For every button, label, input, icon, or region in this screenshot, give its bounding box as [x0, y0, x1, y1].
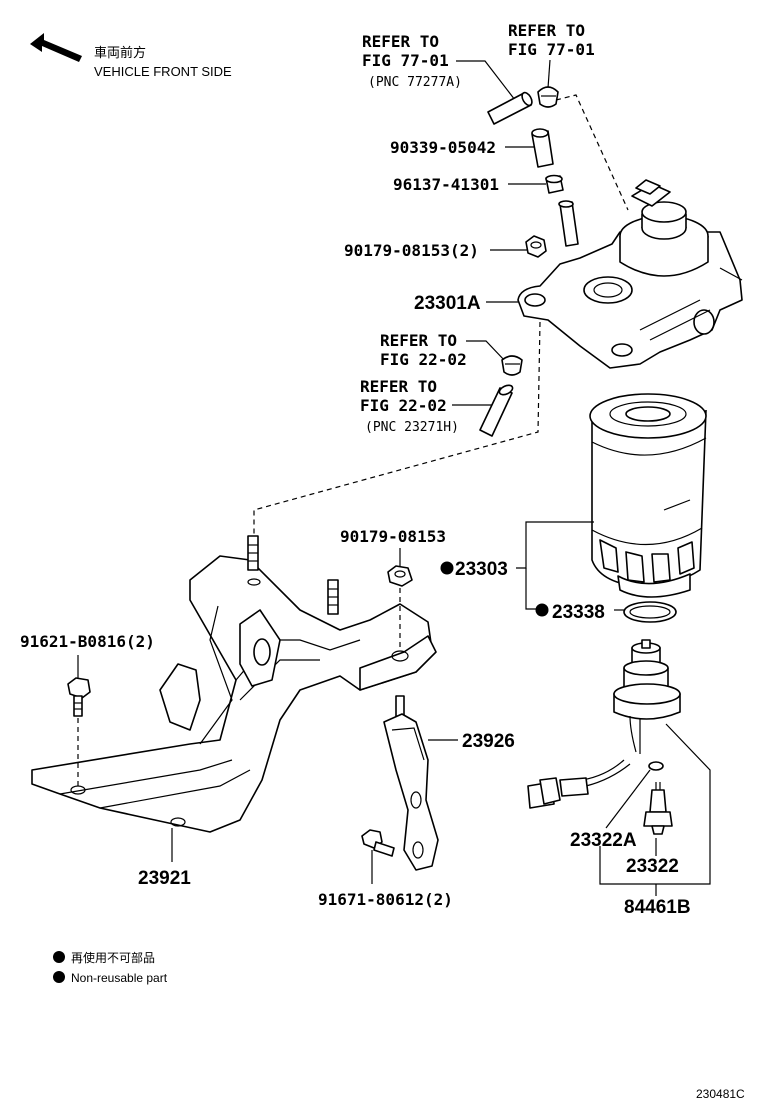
nut-90179b	[387, 565, 413, 587]
part-23303-label: 23303	[455, 559, 508, 580]
part-90339-label: 90339-05042	[390, 138, 496, 157]
head-to-bracket-dashline	[253, 321, 541, 534]
clip-to-head-dashline	[555, 94, 629, 211]
orientation-label-en: VEHICLE FRONT SIDE	[94, 64, 232, 79]
ref4-line1: REFER TO	[360, 377, 437, 396]
hose-clip-lower	[501, 355, 523, 376]
clip-96137	[545, 174, 564, 194]
ref3-leader	[466, 340, 507, 363]
part-91621-label: 91621-B0816(2)	[20, 632, 155, 651]
nut-90179a	[525, 235, 547, 258]
legend-bullet-jp-icon	[53, 951, 65, 963]
fuel-hose-lower	[479, 384, 514, 437]
ref2-line2: FIG 77-01	[508, 40, 595, 59]
fuel-filter-head	[517, 179, 743, 369]
hose-90339	[531, 128, 554, 168]
legend-en: Non-reusable part	[71, 971, 168, 985]
part-84461b-label: 84461B	[624, 897, 691, 918]
fuel-hose-upper	[487, 91, 533, 125]
ref3-line2: FIG 22-02	[380, 350, 467, 369]
legend-jp: 再使用不可部品	[71, 950, 155, 965]
non-reusable-marker-23338-icon	[535, 603, 549, 617]
part-90179b-label: 90179-08153	[340, 527, 446, 546]
ref4-line2: FIG 22-02	[360, 396, 447, 415]
ref1-line1: REFER TO	[362, 32, 439, 51]
part-23322a-label: 23322A	[570, 830, 637, 851]
filter-bracket-23921	[31, 535, 437, 833]
bracket-23926	[383, 695, 439, 871]
ref2-leader	[547, 59, 551, 89]
sensor-wire	[527, 759, 631, 809]
figure-code: 230481C	[696, 1087, 745, 1101]
part-96137-label: 96137-41301	[393, 175, 499, 194]
part-23338-label: 23338	[552, 602, 605, 623]
ref1-line2: FIG 77-01	[362, 51, 449, 70]
bolt-91621	[67, 677, 91, 717]
water-sensor-23322a	[613, 639, 681, 754]
part-84461b-bracket	[599, 723, 711, 885]
o-ring-23338	[623, 601, 677, 623]
part-23303-leader	[516, 521, 594, 569]
part-23301a-label: 23301A	[414, 293, 481, 314]
part-23322-label: 23322	[626, 856, 679, 877]
non-reusable-marker-23303-icon	[440, 561, 454, 575]
part-23338-bracket	[525, 568, 544, 610]
ref3-line1: REFER TO	[380, 331, 457, 350]
legend-bullet-en-icon	[53, 971, 65, 983]
fuel-filter-cartridge	[589, 393, 707, 598]
sensor-small-oring	[648, 761, 664, 771]
ref4-line3: (PNC 23271H)	[365, 420, 459, 435]
hose-clip-upper	[537, 86, 559, 108]
bolt-91671	[361, 829, 395, 857]
part-91671-label: 91671-80612(2)	[318, 890, 453, 909]
part-23921-label: 23921	[138, 868, 191, 889]
ref2-line1: REFER TO	[508, 21, 585, 40]
ref1-line3: (PNC 77277A)	[368, 75, 462, 90]
part-23322a-leader	[605, 769, 651, 829]
vehicle-front-arrow-icon	[30, 33, 82, 62]
orientation-label-jp: 車両前方	[94, 45, 146, 60]
part-23926-label: 23926	[462, 731, 515, 752]
part-90179a-label: 90179-08153(2)	[344, 241, 479, 260]
sensor-23322	[643, 782, 673, 835]
ref1-leader	[456, 60, 516, 101]
